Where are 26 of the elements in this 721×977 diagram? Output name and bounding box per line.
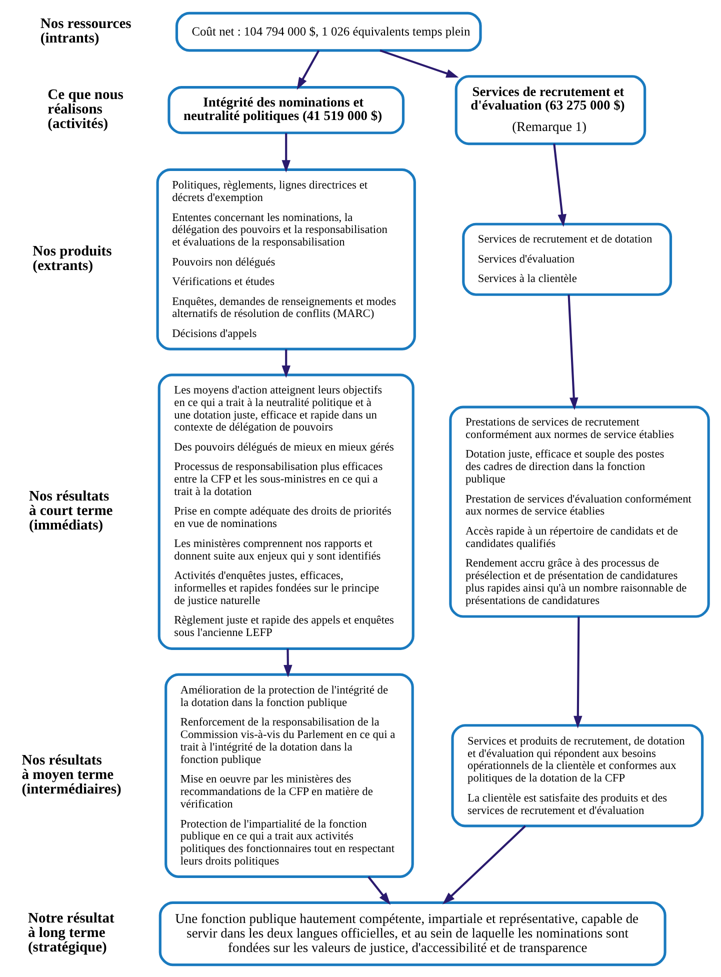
arrow [296, 50, 320, 90]
arrow [568, 294, 578, 410]
node-box: Amélioration de la protection de l'intégrité de la dotation dans la fonction publique Renforcement de la responsabilisation de la Commission vis-à-vis du Parlement en ce qui a trait à l'intégrité de la dotation dans la fonction publique Mise en oeuvre par les ministères des recommandations de la CFP en matière de vérification Protection de l'impartialité de la fonction publique en ce qui a trait aux activités politiques des fonctionnaires tout en respectant leurs droits politiques [164, 672, 414, 878]
arrow [380, 49, 459, 78]
arrow [442, 824, 526, 904]
arrow [574, 616, 582, 728]
label: Nos ressources (intrants) [40, 15, 132, 46]
arrow [282, 132, 290, 172]
node-box: Intégrité des nominations et neutralité politiques (41 519 000 $) [168, 85, 405, 134]
label: Nos résultats à court terme (immédiats) [29, 488, 113, 534]
node-box: Les moyens d'action atteignent leurs objectifs en ce qui a trait à la neutralité politique et à une dotation juste, efficace et rapide dans un contexte de délégation de pouvoirs Des pouvoirs délégués de mieux en mieux gérés Processus de responsabilisation plus efficaces entre la CFP et les sous-ministres en ce qui a trait à la dotation Prise en compte adéquate des droits de priorités en vue de nominations Les ministères comprennent nos rapports et donnent suite aux enjeux qui y sont identifiés Activités d'enquêtes justes, efficaces, informelles et rapides fondées sur le principe de justice naturelle Règlement juste et rapide des appels et enquêtes sous l'ancienne LEFP [158, 373, 414, 650]
arrow [553, 143, 566, 226]
label: Ce que nous réalisons (activités) [48, 86, 124, 132]
node-box: Prestations de services de recrutement conformément aux normes de service établies Dotation juste, efficace et souple des postes des cadres de direction dans la fonction publique Prestation de services d'évaluation conformément aux normes de service établies Accès rapide à un répertoire de candidats et de candidates qualifiés Rendement accru grâce à des processus de présélection et de présentation de candidatures plus rapides ainsi qu'à un nombre raisonnable de présentations de candidatures [449, 405, 710, 618]
label: Notre résultat à long terme (stratégique) [28, 910, 114, 956]
node-box: Services et produits de recrutement, de dotation et d'évaluation qui répondent aux besoins opérationnels de la clientèle et conformes aux politiques de la dotation de la CFP La clientèle est satisfaite des produits et des services de recrutement et d'évaluation [451, 724, 704, 827]
node-box: Coût net : 104 794 000 $, 1 026 équivalents temps plein [175, 11, 482, 52]
node-box: Services de recrutement et d'évaluation (63 275 000 $) (Remarque 1) [454, 74, 646, 145]
arrow [282, 348, 290, 378]
node-box: Services de recrutement et de dotation Services d'évaluation Services à la clientèle [462, 222, 672, 296]
label: Nos produits (extrants) [32, 242, 112, 274]
node-box: Politiques, règlements, lignes directrices et décrets d'exemption Ententes concernant les nominations, la délégation des pouvoirs et la responsabilisation et évaluations de la responsabilisation Pouvoirs non délégués Vérifications et études Enquêtes, demandes de renseignements et modes alternatifs de résolution de conflits (MARC) Décisions d'appels [156, 168, 416, 350]
arrow [284, 648, 292, 677]
arrow [368, 876, 391, 904]
node-box: Une fonction publique hautement compétente, impartiale et représentative, capable de servir dans les deux langues officielles, et au sein de laquelle les nominations sont fondées sur les valeurs de justice, d'accessibilité et de transparence [158, 900, 666, 966]
label: Nos résultats à moyen terme (intermédiaires) [22, 752, 122, 797]
